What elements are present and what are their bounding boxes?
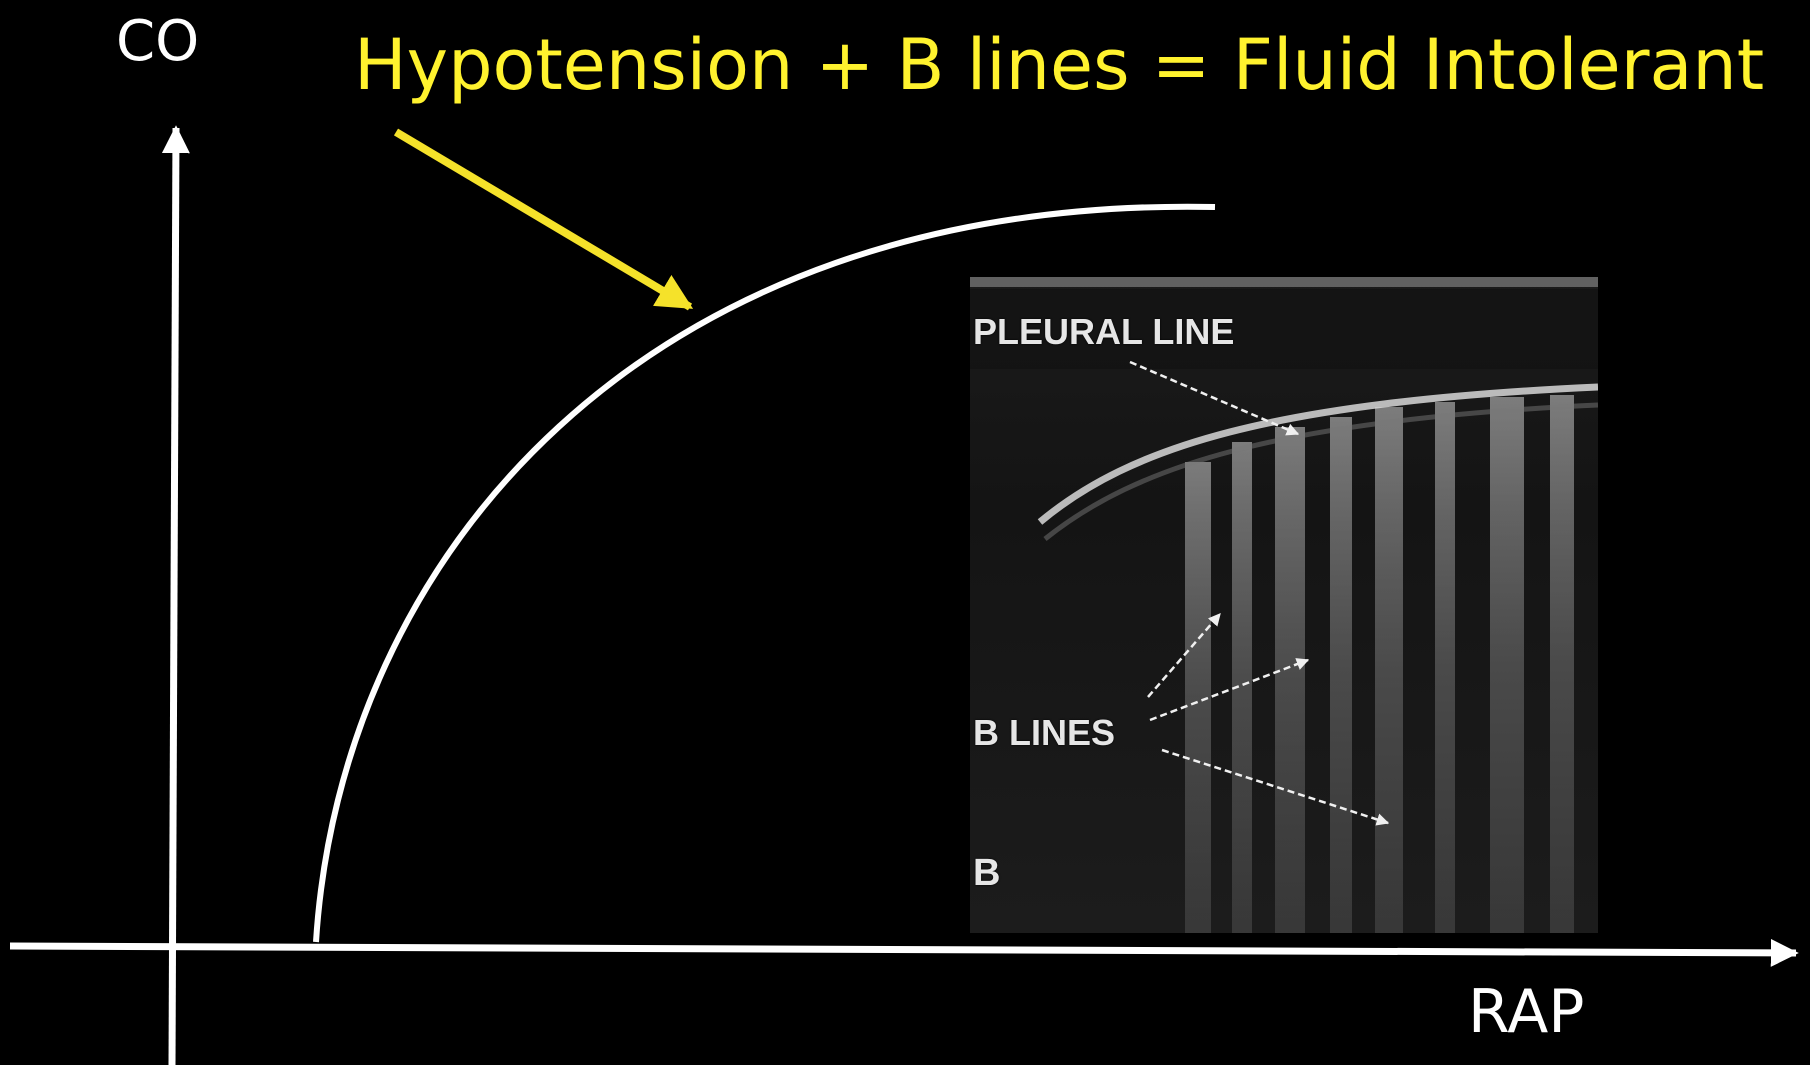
y-axis <box>172 128 176 1065</box>
ultrasound-picture <box>970 277 1598 933</box>
lung-ultrasound-image: PLEURAL LINE B LINES B <box>970 277 1598 933</box>
b-lines-label: B LINES <box>973 715 1115 751</box>
slide-title: Hypotension + B lines = Fluid Intolerant <box>354 30 1764 100</box>
x-axis-label: RAP <box>1468 982 1584 1042</box>
x-axis <box>10 946 1796 953</box>
title-pointer-arrow <box>396 132 690 307</box>
pleural-line-label: PLEURAL LINE <box>973 314 1234 350</box>
y-axis-label: CO <box>116 14 199 70</box>
panel-letter-label: B <box>973 854 1000 892</box>
